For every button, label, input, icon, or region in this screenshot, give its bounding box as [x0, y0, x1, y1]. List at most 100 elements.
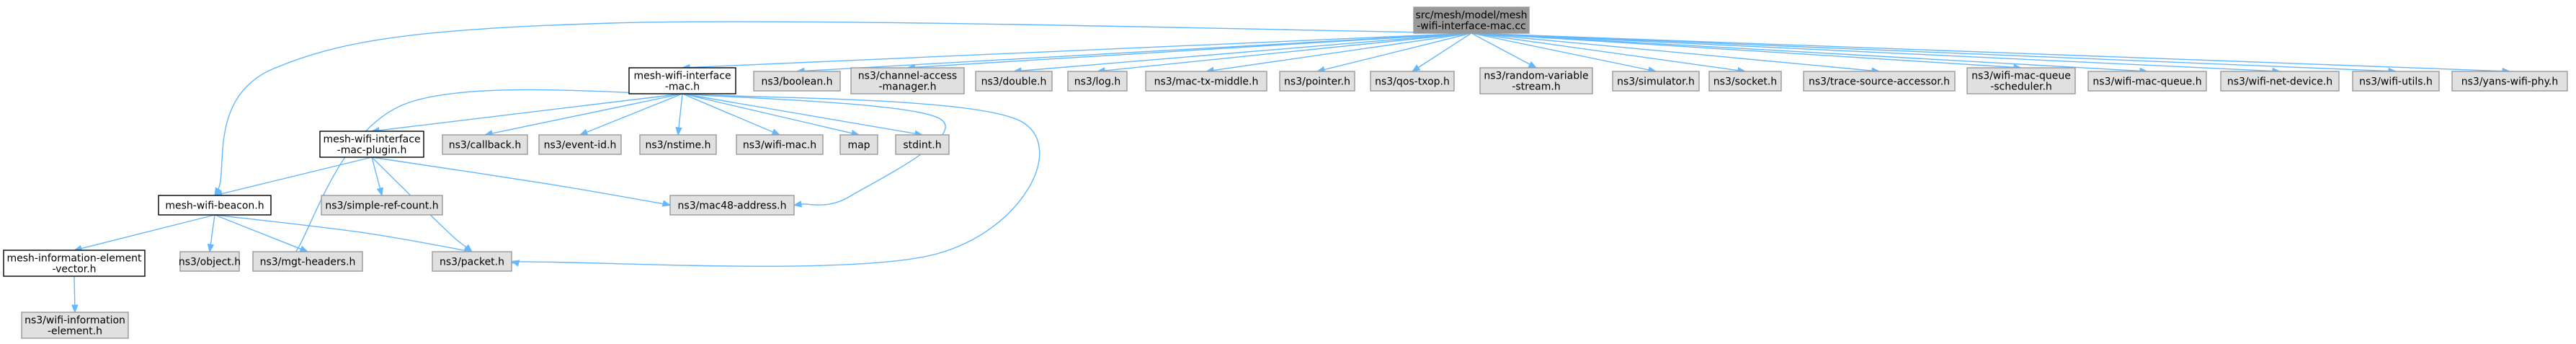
edge-beacon-to-object — [207, 214, 215, 253]
edge-root-to-qos_txop — [1411, 32, 1472, 72]
node-label: -mac-plugin.h — [337, 145, 407, 156]
node-box — [839, 134, 878, 155]
node-label: ns3/wifi-mac.h — [743, 140, 816, 151]
edge-line — [1471, 32, 2274, 72]
node-label: ns3/qos-txop.h — [1375, 76, 1450, 88]
node-label: ns3/channel-access — [858, 71, 957, 82]
node-label: mesh-wifi-interface — [323, 134, 420, 146]
edge-arrowhead — [1528, 61, 1538, 69]
edge-line — [1471, 32, 1873, 71]
node-net_device: ns3/wifi-net-device.h — [2220, 71, 2340, 92]
edge-line — [371, 156, 468, 248]
edge-mac_h-to-callback — [483, 93, 683, 137]
edge-line — [1020, 32, 1472, 71]
node-mgt: ns3/mgt-headers.h — [252, 251, 363, 272]
edge-mac_h-to-nstime — [675, 93, 683, 136]
edge-mac_h-to-packet — [482, 93, 1040, 267]
edge-line — [678, 93, 683, 129]
edge-arrowhead — [579, 128, 589, 136]
edge-line — [1471, 32, 2390, 72]
node-label: ns3/wifi-utils.h — [2359, 76, 2433, 88]
edge-root-to-beacon — [213, 21, 1472, 199]
node-random: ns3/random-variable-stream.h — [1479, 67, 1593, 94]
node-box — [1279, 71, 1355, 92]
node-root[interactable]: src/mesh/model/mesh-wifi-interface-mac.c… — [1413, 6, 1530, 34]
edge-root-to-queue_sched — [1471, 32, 2023, 71]
edge-line — [682, 93, 917, 135]
node-simulator: ns3/simulator.h — [1612, 71, 1700, 92]
node-label: -element.h — [48, 326, 102, 338]
node-label: ns3/boolean.h — [761, 76, 832, 88]
node-label: -mac.h — [665, 81, 700, 93]
edge-beacon-to-packet — [214, 214, 473, 254]
node-beacon[interactable]: mesh-wifi-beacon.h — [158, 195, 272, 216]
node-box — [442, 134, 528, 155]
edge-line — [482, 93, 1040, 267]
node-box — [179, 251, 240, 272]
node-packet: ns3/packet.h — [432, 251, 512, 272]
node-wifi_ie: ns3/wifi-information-element.h — [21, 312, 129, 339]
node-label: map — [847, 140, 870, 151]
edge-line — [1471, 32, 1650, 71]
node-callback: ns3/callback.h — [442, 134, 528, 155]
node-label: -wifi-interface-mac.cc — [1417, 21, 1526, 32]
node-box — [1612, 71, 1700, 92]
node-stdint: stdint.h — [895, 134, 950, 155]
node-label: ns3/mac-tx-middle.h — [1154, 76, 1259, 88]
node-event_id: ns3/event-id.h — [538, 134, 622, 155]
edge-line — [914, 32, 1472, 69]
node-qos_txop: ns3/qos-txop.h — [1370, 71, 1455, 92]
node-map: map — [839, 134, 878, 155]
edge-line — [1471, 32, 2142, 72]
edge-line — [1471, 32, 1739, 71]
node-label: ns3/callback.h — [449, 140, 521, 151]
edge-arrowhead — [376, 187, 383, 197]
node-label: -stream.h — [1512, 81, 1560, 93]
edge-line — [1417, 32, 1472, 69]
edge-arrowhead — [1411, 64, 1421, 72]
edge-arrowhead — [675, 127, 682, 136]
node-channel_access: ns3/channel-access-manager.h — [850, 67, 965, 94]
node-box — [895, 134, 950, 155]
node-queue_sched: ns3/wifi-mac-queue-scheduler.h — [1966, 67, 2076, 94]
edge-root-to-double — [1012, 32, 1472, 74]
edge-mac_h-to-mac48 — [682, 93, 946, 208]
node-label: ns3/wifi-information — [24, 315, 125, 327]
node-box — [628, 67, 736, 94]
edge-line — [682, 93, 774, 133]
node-ie_vector[interactable]: mesh-information-element-vector.h — [3, 250, 146, 277]
edge-line — [1471, 32, 2504, 72]
edge-arrowhead — [661, 200, 672, 207]
node-box — [2087, 71, 2207, 92]
edge-line — [210, 214, 215, 246]
node-label: ns3/wifi-net-device.h — [2227, 76, 2332, 88]
node-label: ns3/socket.h — [1713, 76, 1777, 88]
node-mac_h[interactable]: mesh-wifi-interface-mac.h — [628, 67, 736, 94]
node-box — [538, 134, 622, 155]
edge-line — [220, 156, 373, 195]
node-label: ns3/pointer.h — [1284, 76, 1350, 88]
edge-mac_h-to-map — [682, 93, 860, 137]
node-plugin[interactable]: mesh-wifi-interface-mac-plugin.h — [319, 131, 424, 158]
node-label: mesh-information-element — [6, 253, 142, 265]
node-label: ns3/object.h — [179, 257, 241, 268]
edge-line — [214, 214, 466, 252]
node-box — [1803, 71, 1956, 92]
node-label: -scheduler.h — [1990, 81, 2052, 93]
node-label: stdint.h — [903, 140, 941, 151]
edge-plugin-to-simple_ref — [371, 156, 383, 197]
node-box — [321, 195, 443, 216]
edge-line — [682, 93, 946, 206]
node-yans: ns3/yans-wifi-phy.h — [2451, 71, 2568, 92]
edge-mac_h-to-mgt — [288, 89, 683, 264]
node-queue: ns3/wifi-mac-queue.h — [2087, 71, 2207, 92]
node-simple_ref: ns3/simple-ref-count.h — [321, 195, 443, 216]
edge-line — [213, 21, 1472, 199]
edge-line — [491, 93, 683, 134]
edge-line — [1103, 32, 1472, 71]
edge-line — [378, 93, 683, 131]
edge-line — [371, 156, 381, 190]
edge-line — [1471, 32, 1531, 66]
node-box — [639, 134, 717, 155]
edge-plugin-to-beacon — [213, 156, 373, 198]
